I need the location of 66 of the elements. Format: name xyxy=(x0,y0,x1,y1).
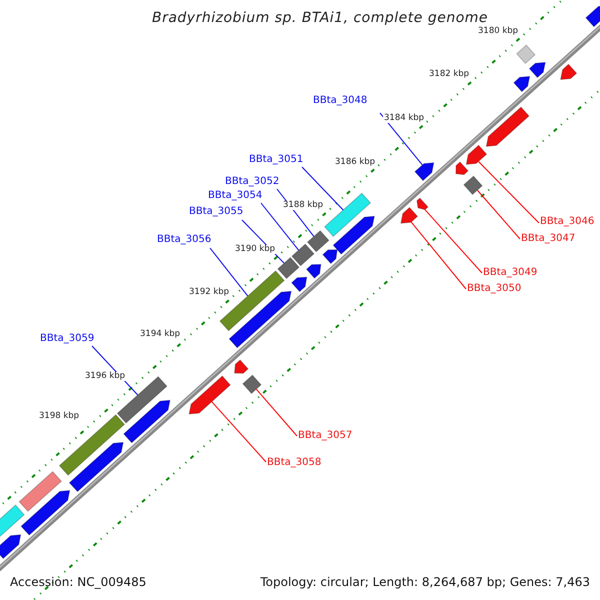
leader-line xyxy=(210,248,248,296)
genome-title: Bradyrhizobium sp. BTAi1, complete genome xyxy=(152,10,488,26)
gene-feature xyxy=(291,276,308,292)
genome-stats: Topology: circular; Length: 8,264,687 bp; Genes: 7,463 xyxy=(260,576,590,588)
leader-line xyxy=(410,222,466,290)
gene-label: BBta_3057 xyxy=(298,431,352,441)
leader-line xyxy=(211,401,266,462)
gene-feature xyxy=(234,359,249,374)
gene-label: BBta_3047 xyxy=(521,234,576,244)
gene-feature xyxy=(400,206,418,224)
tick-label: 3190 kbp xyxy=(234,245,276,254)
gene-label: BBta_3058 xyxy=(267,458,322,468)
tick-label: 3198 kbp xyxy=(38,412,80,420)
gene-feature xyxy=(528,62,546,78)
gene-feature xyxy=(306,264,322,279)
gene-block xyxy=(291,244,315,266)
gene-label: BBta_3046 xyxy=(540,217,594,227)
gene-feature xyxy=(0,534,22,560)
gene-label: BBta_3050 xyxy=(467,284,522,294)
tick-label: 3194 kbp xyxy=(139,330,182,338)
gene-feature xyxy=(560,64,578,80)
gene-feature xyxy=(228,290,292,348)
gene-feature xyxy=(414,162,434,182)
gene-label: BBta_3051 xyxy=(249,155,304,165)
tick-label: 3180 kbp xyxy=(477,27,520,36)
tick-label: 3184 kbp xyxy=(383,114,426,122)
gene-block xyxy=(0,504,25,539)
gene-feature xyxy=(585,5,600,28)
tick-label: 3196 kbp xyxy=(84,372,126,380)
gene-label: BBta_3055 xyxy=(189,207,244,217)
gene-block xyxy=(324,192,372,237)
gene-feature xyxy=(486,106,530,147)
gene-label: BBta_3059 xyxy=(40,334,94,344)
gene-block xyxy=(18,471,62,512)
leader-line xyxy=(256,388,298,436)
tick-label: 3186 kbp xyxy=(334,158,376,166)
leader-line xyxy=(476,190,520,240)
gene-feature xyxy=(20,490,70,536)
gene-feature xyxy=(456,161,469,176)
gene-block xyxy=(242,374,262,394)
gene-feature xyxy=(68,442,124,492)
leader-line xyxy=(380,112,423,166)
gene-feature xyxy=(332,216,375,255)
leader-line xyxy=(260,202,300,251)
gene-label: BBta_3054 xyxy=(208,191,262,201)
tick-label: 3188 kbp xyxy=(282,201,324,210)
gene-feature xyxy=(123,400,170,444)
accession-text: Accession: NC_009485 xyxy=(10,576,146,588)
gene-block xyxy=(277,256,300,280)
gene-block xyxy=(306,230,330,252)
gene-label: BBta_3048 xyxy=(313,96,368,106)
leader-line xyxy=(478,161,540,224)
gene-feature xyxy=(513,76,530,92)
gene-block xyxy=(463,176,483,196)
gene-feature xyxy=(466,144,488,165)
gene-feature xyxy=(416,198,429,210)
gene-label: BBta_3056 xyxy=(157,235,212,245)
leader-line xyxy=(302,166,344,210)
gene-feature xyxy=(322,249,338,264)
gene-block xyxy=(516,44,536,64)
tick-label: 3192 kbp xyxy=(188,288,230,296)
gene-label: BBta_3052 xyxy=(225,177,280,187)
tick-label: 3182 kbp xyxy=(428,70,470,78)
gene-label: BBta_3049 xyxy=(483,268,538,278)
gene-feature xyxy=(188,375,231,414)
leader-line xyxy=(424,209,482,274)
